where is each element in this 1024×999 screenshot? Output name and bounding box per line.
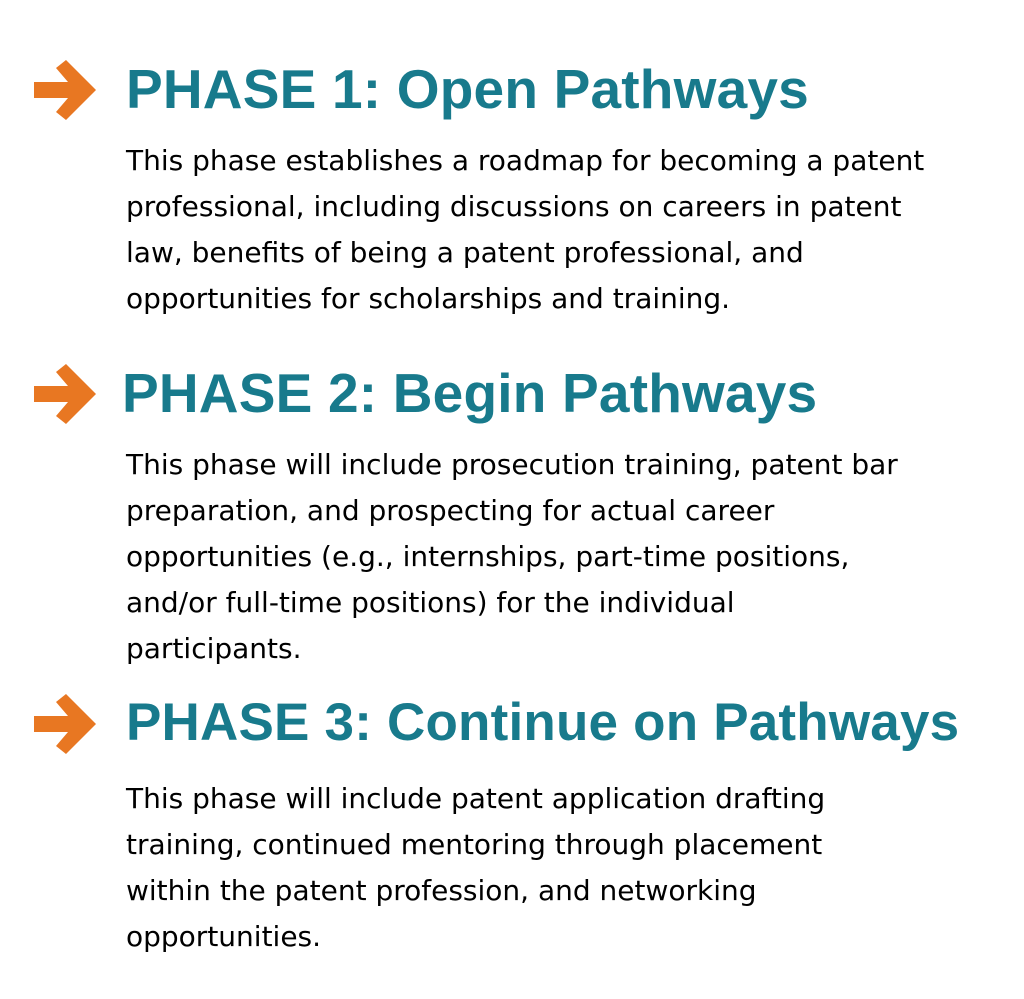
description-line: This phase will include patent applicati… <box>126 776 1006 822</box>
phase-2-description: This phase will include prosecution trai… <box>126 442 1006 672</box>
description-line: preparation, and prospecting for actual … <box>126 488 1006 534</box>
phase-1-description: This phase establishes a roadmap for bec… <box>126 138 1006 322</box>
description-line: law, benefits of being a patent professi… <box>126 230 1006 276</box>
phase-3-title: PHASE 3: Continue on Pathways <box>126 682 959 764</box>
description-line: opportunities (e.g., internships, part-t… <box>126 534 1006 580</box>
arrow-right-icon <box>30 362 102 426</box>
phase-3-description: This phase will include patent applicati… <box>126 776 1006 960</box>
arrow-right-icon <box>30 58 102 122</box>
description-line: This phase establishes a roadmap for bec… <box>126 138 1006 184</box>
description-line: and/or full-time positions) for the indi… <box>126 580 1006 626</box>
phase-2-title: PHASE 2: Begin Pathways <box>122 352 817 434</box>
description-line: opportunities for scholarships and train… <box>126 276 1006 322</box>
arrow-right-icon <box>30 692 102 756</box>
description-line: This phase will include prosecution trai… <box>126 442 1006 488</box>
phase-1-title: PHASE 1: Open Pathways <box>126 48 809 130</box>
description-line: professional, including discussions on c… <box>126 184 1006 230</box>
description-line: participants. <box>126 626 1006 672</box>
description-line: opportunities. <box>126 914 1006 960</box>
description-line: training, continued mentoring through pl… <box>126 822 1006 868</box>
description-line: within the patent profession, and networ… <box>126 868 1006 914</box>
